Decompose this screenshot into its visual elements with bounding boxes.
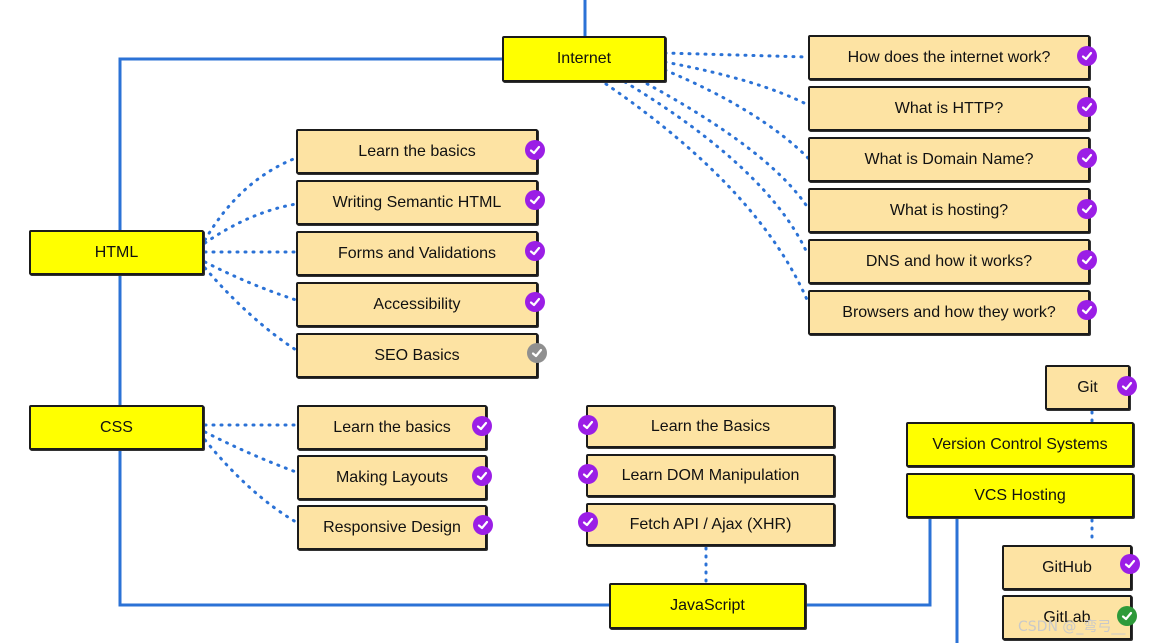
internet-domain-node[interactable]: What is Domain Name? (808, 137, 1090, 182)
internet-browsers-node[interactable]: Browsers and how they work? (808, 290, 1090, 335)
internet-dns-label: DNS and how it works? (865, 252, 1033, 270)
internet-dns-node[interactable]: DNS and how it works? (808, 239, 1090, 284)
dotted-html-semantic (203, 202, 298, 245)
css-label: CSS (100, 418, 133, 436)
vcs-label: Version Control Systems (932, 435, 1108, 453)
css-basics-label: Learn the basics (333, 418, 451, 436)
check-icon (578, 464, 598, 484)
css-responsive-label: Responsive Design (323, 518, 461, 536)
html-forms-label: Forms and Validations (338, 244, 496, 262)
check-icon (472, 416, 492, 436)
check-icon (578, 415, 598, 435)
js-dom-node[interactable]: Learn DOM Manipulation (586, 454, 835, 497)
html-label: HTML (94, 243, 139, 261)
internet-http-label: What is HTTP? (894, 99, 1004, 117)
js-dom-label: Learn DOM Manipulation (621, 466, 800, 484)
html-semantic-label: Writing Semantic HTML (332, 193, 502, 211)
git-label: Git (1077, 378, 1098, 396)
dotted-internet-dns (623, 80, 810, 257)
main-path-left (118, 57, 610, 607)
dotted-html-access (203, 260, 298, 302)
javascript-node[interactable]: JavaScript (609, 583, 806, 629)
internet-domain-label: What is Domain Name? (864, 150, 1034, 168)
html-node[interactable]: HTML (29, 230, 204, 275)
check-icon (1077, 250, 1097, 270)
internet-node[interactable]: Internet (502, 36, 666, 82)
vcs-hosting-node[interactable]: VCS Hosting (906, 473, 1134, 518)
watermark-text: CSDN @_弯弓__ (1018, 619, 1126, 635)
js-fetch-label: Fetch API / Ajax (XHR) (629, 515, 792, 533)
check-icon (578, 512, 598, 532)
internet-label: Internet (556, 50, 612, 67)
dotted-css-responsive (203, 438, 298, 524)
check-icon (525, 140, 545, 160)
internet-how-node[interactable]: How does the internet work? (808, 35, 1090, 80)
css-node[interactable]: CSS (29, 405, 204, 450)
css-layouts-node[interactable]: Making Layouts (297, 455, 487, 500)
internet-hosting-node[interactable]: What is hosting? (808, 188, 1090, 233)
html-seo-label: SEO Basics (374, 346, 460, 364)
html-semantic-node[interactable]: Writing Semantic HTML (296, 180, 538, 225)
css-responsive-node[interactable]: Responsive Design (297, 505, 487, 550)
js-basics-label: Learn the Basics (650, 417, 771, 435)
check-icon (1077, 46, 1097, 66)
check-icon (1117, 376, 1137, 396)
main-path-js-vcs (805, 518, 932, 607)
check-icon (1077, 97, 1097, 117)
js-fetch-node[interactable]: Fetch API / Ajax (XHR) (586, 503, 835, 546)
html-basics-node[interactable]: Learn the basics (296, 129, 538, 174)
check-icon (472, 466, 492, 486)
html-basics-label: Learn the basics (358, 142, 476, 160)
javascript-label: JavaScript (670, 597, 745, 614)
dotted-internet-http (663, 60, 810, 107)
check-icon (1077, 148, 1097, 168)
check-icon (1120, 554, 1140, 574)
html-seo-node[interactable]: SEO Basics (296, 333, 538, 378)
dotted-internet-how (663, 51, 810, 59)
html-access-node[interactable]: Accessibility (296, 282, 538, 327)
dotted-css-layouts (203, 430, 298, 474)
dotted-html-seo (203, 266, 298, 352)
gitlab-node[interactable]: GitLab (1002, 595, 1132, 640)
check-icon (1117, 606, 1137, 626)
github-label: GitHub (1042, 558, 1092, 576)
internet-http-node[interactable]: What is HTTP? (808, 86, 1090, 131)
dotted-html-basics (203, 156, 298, 242)
vcs-node[interactable]: Version Control Systems (906, 422, 1134, 467)
internet-browsers-label: Browsers and how they work? (842, 303, 1056, 321)
internet-hosting-label: What is hosting? (889, 201, 1009, 219)
check-icon (527, 343, 547, 363)
check-icon (525, 241, 545, 261)
internet-how-label: How does the internet work? (847, 48, 1051, 66)
dotted-internet-browsers (604, 82, 810, 304)
check-icon (1077, 300, 1097, 320)
check-icon (473, 515, 493, 535)
css-basics-node[interactable]: Learn the basics (297, 405, 487, 450)
check-icon (1077, 199, 1097, 219)
css-layouts-label: Making Layouts (335, 468, 449, 486)
js-basics-node[interactable]: Learn the Basics (586, 405, 835, 448)
vcs-hosting-label: VCS Hosting (974, 486, 1066, 504)
gitlab-label: GitLab (1043, 608, 1091, 626)
dotted-internet-domain (663, 68, 810, 160)
check-icon (525, 292, 545, 312)
github-node[interactable]: GitHub (1002, 545, 1132, 590)
html-access-label: Accessibility (373, 295, 461, 313)
check-icon (525, 190, 545, 210)
html-forms-node[interactable]: Forms and Validations (296, 231, 538, 276)
